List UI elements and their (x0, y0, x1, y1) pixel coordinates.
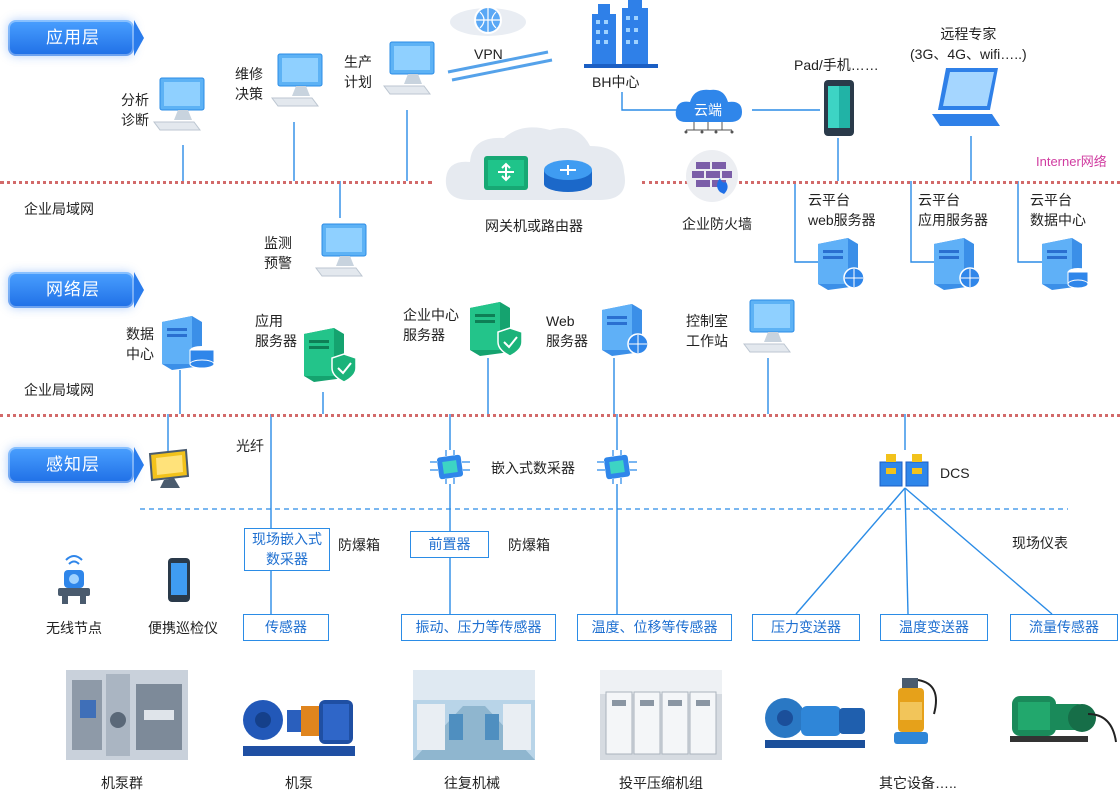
internet-line-right (642, 181, 1120, 184)
reciprocating-machinery-photo (413, 670, 535, 760)
lan-label-top: 企业局域网 (24, 201, 94, 217)
wireless-node-icon (58, 555, 90, 604)
field-instruments-label: 现场仪表 (1012, 535, 1068, 551)
monitor-label: 监测预警 (264, 235, 292, 271)
field-collector-line2: 数采器 (266, 551, 308, 567)
display-terminal-icon (148, 448, 190, 488)
equipment-label-other: 其它设备….. (879, 775, 957, 791)
sensor-box[interactable]: 传感器 (243, 614, 329, 641)
preprocessor-label: 前置器 (428, 536, 471, 552)
firewall-icon (686, 150, 738, 202)
preprocessor-box[interactable]: 前置器 (410, 531, 489, 558)
computer-icon (315, 223, 367, 277)
server-globe-icon (818, 238, 865, 290)
application-layer-tag: 应用层 (8, 20, 144, 56)
fiber-label: 光纤 (236, 438, 264, 454)
internet-label: Interner网络 (1036, 154, 1107, 169)
explosion-box-label-2: 防爆箱 (508, 537, 550, 553)
vibration-sensors-box[interactable]: 振动、压力等传感器 (401, 614, 556, 641)
dcs-label: DCS (940, 465, 970, 481)
cloud-data-label: 云平台数据中心 (1030, 192, 1086, 228)
control-station-label: 控制室工作站 (686, 313, 728, 349)
enterprise-server-label: 企业中心服务器 (403, 307, 459, 343)
server-globe-icon (934, 238, 981, 290)
server-shield-icon (470, 302, 523, 357)
computer-icon (383, 41, 435, 95)
layer-label: 网络层 (46, 280, 100, 299)
app-server-label: 应用服务器 (255, 313, 297, 349)
gateway-label: 网关机或路由器 (485, 218, 583, 234)
temperature-sensors-label: 温度、位移等传感器 (591, 619, 718, 635)
terminal-analysis-label: 分析诊断 (121, 92, 149, 128)
tablet-icon (824, 80, 854, 136)
motor-pump-photo (1004, 674, 1120, 764)
equipment-label-reciprocating: 往复机械 (444, 775, 500, 791)
field-collector-box[interactable]: 现场嵌入式 数采器 (244, 528, 330, 571)
embedded-collector-label: 嵌入式数采器 (491, 460, 575, 476)
wireless-node-label: 无线节点 (46, 620, 102, 636)
temperature-sensors-box[interactable]: 温度、位移等传感器 (577, 614, 732, 641)
field-collector-line1: 现场嵌入式 (252, 531, 322, 547)
vacuum-pump-photo (755, 684, 877, 774)
temperature-transmitter-box[interactable]: 温度变送器 (880, 614, 988, 641)
terminal-production-label: 生产计划 (344, 54, 372, 90)
pump-photo (237, 676, 359, 766)
submersible-pump-photo (872, 674, 952, 754)
layer-label: 感知层 (46, 455, 100, 474)
bh-center-label: BH中心 (592, 74, 640, 90)
vpn-label: VPN (474, 46, 503, 62)
firewall-label: 企业防火墙 (682, 216, 752, 232)
server-database-icon (1042, 238, 1089, 290)
server-globe-icon (602, 304, 649, 356)
pressure-transmitter-label: 压力变送器 (771, 619, 841, 635)
pump-group-photo (66, 670, 188, 760)
dcs-icon (879, 454, 929, 487)
flow-sensor-box[interactable]: 流量传感器 (1010, 614, 1118, 641)
gateway-icon (445, 127, 625, 200)
lan-line (0, 414, 1120, 417)
vibration-sensors-label: 振动、压力等传感器 (415, 619, 542, 635)
data-center-label: 数据中心 (126, 326, 154, 362)
pressure-transmitter-box[interactable]: 压力变送器 (752, 614, 860, 641)
computer-icon (153, 77, 205, 131)
flow-sensor-label: 流量传感器 (1029, 619, 1099, 635)
cloud-app-label: 云平台应用服务器 (918, 192, 988, 228)
equipment-label-compressor: 投平压缩机组 (619, 775, 703, 791)
laptop-icon (932, 68, 1000, 126)
cloud-icon (675, 89, 742, 134)
portable-inspector-icon (168, 558, 190, 602)
remote-expert-label: 远程专家(3G、4G、wifi…..) (910, 26, 1027, 62)
lan-label-bottom: 企业局域网 (24, 382, 94, 398)
server-database-icon (162, 316, 215, 370)
pad-label: Pad/手机…… (794, 57, 879, 73)
equipment-label-pump: 机泵 (285, 775, 313, 791)
cloud-label: 云端 (694, 102, 722, 118)
internet-line-left (0, 181, 432, 184)
equipment-label-pump-group: 机泵群 (101, 775, 143, 791)
compressor-unit-photo (600, 670, 722, 760)
terminal-maintenance-label: 维修决策 (235, 66, 263, 102)
server-shield-icon (304, 328, 357, 383)
chip-icon (430, 450, 470, 484)
portable-inspector-label: 便携巡检仪 (148, 620, 218, 636)
building-icon (584, 0, 658, 68)
perception-layer-tag: 感知层 (8, 447, 144, 483)
chip-icon (597, 450, 637, 484)
layer-label: 应用层 (46, 28, 100, 47)
explosion-box-label-1: 防爆箱 (338, 537, 380, 553)
computer-icon (743, 299, 795, 353)
temperature-transmitter-label: 温度变送器 (899, 619, 969, 635)
sensor-label: 传感器 (265, 619, 307, 635)
computer-icon (271, 53, 323, 107)
network-layer-tag: 网络层 (8, 272, 144, 308)
